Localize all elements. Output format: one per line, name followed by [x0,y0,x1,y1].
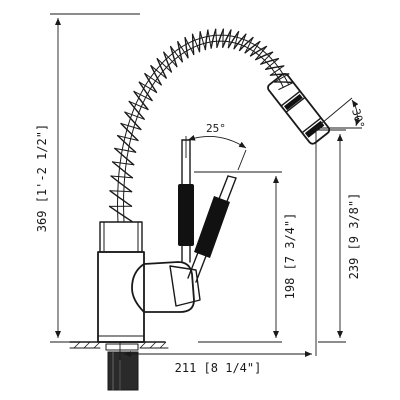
overall-height-label: 369 [1'-2 1/2"] [35,124,49,232]
handle-height-dimension: 198 [7 3/4"] [194,171,297,343]
faucet-body [97,221,145,343]
spring-coil [110,175,133,193]
spring-coil [238,36,254,52]
spring-coil [260,58,280,65]
spring-coil-back [150,65,167,79]
spring-coil-back [207,29,212,49]
spring-coil-back [260,51,274,65]
spout-height-label: 239 [9 3/8"] [347,193,361,280]
spray-angle-dimension: 30° [315,97,367,130]
spring-coil [227,31,240,49]
spout-height-dimension: 239 [9 3/8"] [314,129,361,356]
spring-coil-back [117,135,139,141]
spring-coil [274,81,294,84]
spring-coil-back [163,51,178,68]
spring-coil [233,33,247,50]
spring-coil-back [244,37,254,54]
spring-coil [120,122,139,142]
overall-height-dimension: 369 [1'-2 1/2"] [35,13,140,343]
spring-coil [255,51,274,61]
spray-angle-label: 30° [349,107,367,130]
spring-coil-back [233,31,240,50]
spring-coil [138,81,153,102]
mounting-shank [105,343,139,391]
spring-coil-back [120,123,142,130]
spring-coil [124,111,142,131]
handle-housing [131,261,201,313]
spring-coil-back [192,33,200,53]
spring-coil-back [177,41,189,59]
spring-coil [177,41,183,63]
spring-coil [117,134,137,153]
spring-coil-back [124,111,145,120]
spring-coil-back [239,33,247,51]
spring-coil-back [114,147,137,153]
spring-coil-back [144,73,162,86]
handle-height-label: 198 [7 3/4"] [283,213,297,300]
spring-coil-back [269,65,285,76]
spring-coil-back [184,37,195,55]
handle-angle-label: 25° [206,122,226,135]
spring-coil-back [138,81,157,93]
spring-coil-back [110,175,133,179]
spring-coil [170,45,178,68]
spring-coil [114,147,135,166]
spring-coil-back [128,100,149,110]
spring-coil [163,51,173,73]
spring-coil [216,28,225,48]
spring-coil-back [170,46,183,63]
spring-coil [133,90,149,111]
spray-head [267,72,331,145]
spring-coil-back [255,46,267,61]
spring-coil [109,190,133,207]
spring-coil-back [250,41,261,57]
spring-coil-back [109,190,133,193]
spring-coil-back [278,82,294,90]
spring-coil [108,205,133,223]
handle-lever-vertical [178,139,194,263]
coiled-spring-spout [108,28,294,223]
spring-coil-back [199,31,206,51]
spring-coil-back [215,28,218,48]
handle-angle-dimension: 25° [185,122,247,171]
spring-coil [184,36,189,59]
spout-hose-line [117,34,290,223]
spring-coil [156,57,167,79]
spring-coil [210,28,217,49]
spring-coil-back [274,73,290,83]
spring-coil [150,65,162,86]
spring-coil-back [156,58,172,73]
handle-lever-tilted [187,175,237,283]
spring-coil [144,72,158,94]
spring-coil-back [133,90,153,102]
spout-reach-label: 211 [8 1/4"] [175,361,262,375]
spring-coil-back [222,28,224,48]
spring-coil-back [227,29,232,49]
spout-reach-dimension: 211 [8 1/4"] [119,342,312,375]
spring-coil [249,45,268,57]
spring-coil-back [265,58,279,70]
spring-coil [128,100,145,120]
spring-coil [204,29,209,51]
spring-coil [244,40,261,54]
spring-coil [222,29,232,48]
spring-coil [191,33,195,56]
spring-coil-back [112,161,135,166]
spring-coil [111,161,134,179]
spring-coil [198,31,201,53]
spout-hose-line [123,40,284,223]
spring-coil [265,65,285,70]
